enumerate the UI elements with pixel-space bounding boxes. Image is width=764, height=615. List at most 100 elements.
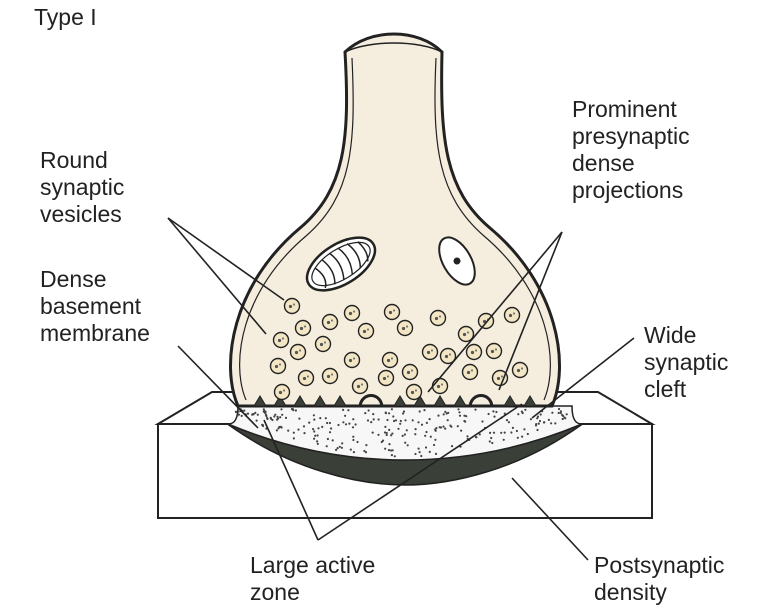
cleft-dot [344, 415, 346, 417]
cleft-dot [330, 427, 332, 429]
cleft-dot [397, 428, 399, 430]
cleft-dot [339, 446, 341, 448]
cleft-dot [263, 411, 265, 413]
cleft-dot [560, 412, 562, 414]
synaptic-vesicle [299, 371, 314, 386]
cleft-dot [403, 410, 405, 412]
label-large-active-zone: Large active zone [250, 552, 375, 606]
cleft-dot [429, 418, 431, 420]
cleft-dot [404, 419, 406, 421]
synaptic-vesicle [345, 353, 360, 368]
label-round-synaptic-vesicles: Round synaptic vesicles [40, 147, 124, 228]
cleft-dot [530, 418, 532, 420]
cleft-dot [417, 421, 419, 423]
cleft-dot [384, 431, 386, 433]
cleft-dot [392, 415, 394, 417]
cleft-dot [303, 425, 305, 427]
synaptic-vesicle [505, 308, 520, 323]
cleft-dot [512, 427, 514, 429]
cleft-dot [256, 420, 258, 422]
cleft-dot [261, 424, 263, 426]
cleft-dot [335, 449, 337, 451]
cleft-dot [243, 410, 245, 412]
cleft-dot [236, 414, 238, 416]
cleft-dot [420, 455, 422, 457]
cleft-dot [317, 427, 319, 429]
cleft-dot [443, 413, 445, 415]
cleft-dot [465, 415, 467, 417]
cleft-dot [391, 408, 393, 410]
cleft-dot [447, 419, 449, 421]
cleft-dot [536, 429, 538, 431]
cleft-dot [254, 412, 256, 414]
cleft-dot [444, 428, 446, 430]
label-line: Dense [40, 266, 150, 293]
cleft-dot [488, 413, 490, 415]
cleft-dot [517, 437, 519, 439]
cleft-dot [491, 442, 493, 444]
cleft-dot [414, 453, 416, 455]
cleft-dot [527, 433, 529, 435]
label-line: cleft [644, 376, 728, 403]
cleft-dot [355, 423, 357, 425]
cleft-dot [419, 451, 421, 453]
cleft-dot [392, 449, 394, 451]
cleft-dot [329, 422, 331, 424]
cleft-dot [297, 429, 299, 431]
cleft-dot [384, 448, 386, 450]
cleft-dot [517, 413, 519, 415]
cleft-dot [337, 447, 339, 449]
label-line: density [594, 579, 724, 606]
cleft-dot [435, 453, 437, 455]
cleft-dot [492, 410, 494, 412]
cleft-dot [276, 416, 278, 418]
cleft-dot [419, 410, 421, 412]
synaptic-vesicle [385, 305, 400, 320]
cleft-dot [317, 434, 319, 436]
cleft-dot [273, 415, 275, 417]
cleft-dot [412, 419, 414, 421]
synaptic-vesicle [398, 321, 413, 336]
cleft-dot [241, 415, 243, 417]
cleft-dot [391, 433, 393, 435]
cleft-dot [490, 437, 492, 439]
cleft-dot [421, 424, 423, 426]
synaptic-vesicle [274, 333, 289, 348]
presynaptic-terminal [230, 34, 559, 406]
cleft-dot [313, 438, 315, 440]
cleft-dot [341, 447, 343, 449]
cleft-dot [372, 432, 374, 434]
cleft-dot [459, 415, 461, 417]
cleft-dot [400, 420, 402, 422]
cleft-dot [424, 435, 426, 437]
cleft-dot [506, 419, 508, 421]
cleft-dot [308, 422, 310, 424]
synaptic-vesicle [323, 369, 338, 384]
label-wide-synaptic-cleft: Wide synaptic cleft [644, 322, 728, 403]
synaptic-vesicle [353, 379, 368, 394]
cleft-dot [337, 424, 339, 426]
label-prominent-presynaptic-dense-projections: Prominent presynaptic dense projections [572, 96, 690, 204]
cleft-dot [437, 415, 439, 417]
synaptic-vesicle [271, 359, 286, 374]
cleft-dot [385, 412, 387, 414]
cleft-dot [439, 426, 441, 428]
cleft-dot [479, 433, 481, 435]
cleft-dot [293, 432, 295, 434]
synaptic-vesicle [487, 344, 502, 359]
cleft-dot [558, 412, 560, 414]
cleft-dot [386, 419, 388, 421]
cleft-dot [394, 455, 396, 457]
cleft-dot [388, 443, 390, 445]
cleft-dot [508, 421, 510, 423]
cleft-dot [332, 439, 334, 441]
cleft-dot [435, 430, 437, 432]
cleft-dot [562, 418, 564, 420]
label-line: zone [250, 579, 375, 606]
label-line: membrane [40, 320, 150, 347]
label-line: presynaptic [572, 123, 690, 150]
cleft-dot [414, 433, 416, 435]
cleft-dot [312, 428, 314, 430]
cleft-dot [415, 428, 417, 430]
